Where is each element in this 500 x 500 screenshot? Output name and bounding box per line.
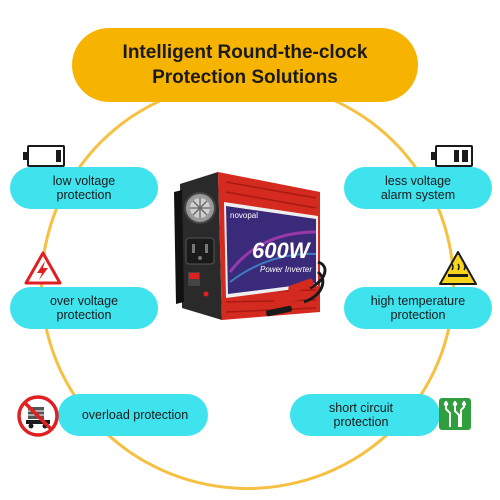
title-banner: Intelligent Round-the-clock Protection S… [72,28,418,102]
overload-prohibited-icon [17,395,59,437]
battery-half-icon [431,145,473,167]
battery-low-icon [23,145,65,167]
feature-low-voltage-protection: low voltage protection [10,167,158,209]
feature-high-temperature-protection: high temperature protection [344,287,492,329]
product-power-rating: 600W [252,238,312,263]
feature-label: less voltage alarm system [380,174,456,202]
feature-over-voltage-protection: over voltage protection [10,287,158,329]
feature-overload-protection: overload protection [58,394,208,436]
banner-title: Intelligent Round-the-clock Protection S… [122,42,368,88]
feature-label: high temperature protection [370,294,466,322]
product-brand: novopal [230,211,258,220]
feature-label: over voltage protection [49,294,119,322]
power-inverter-image: novopal 600W Power Inverter [174,172,327,320]
circuit-board-icon [439,398,471,430]
product-subtitle: Power Inverter [260,265,312,274]
feature-label: overload protection [81,408,189,422]
feature-label: low voltage protection [52,174,116,202]
hot-surface-warning-icon [439,251,477,285]
feature-short-circuit-protection: short circuit protection [290,394,440,436]
feature-label: short circuit protection [329,401,393,429]
high-voltage-warning-icon [24,251,62,285]
feature-less-voltage-alarm: less voltage alarm system [344,167,492,209]
